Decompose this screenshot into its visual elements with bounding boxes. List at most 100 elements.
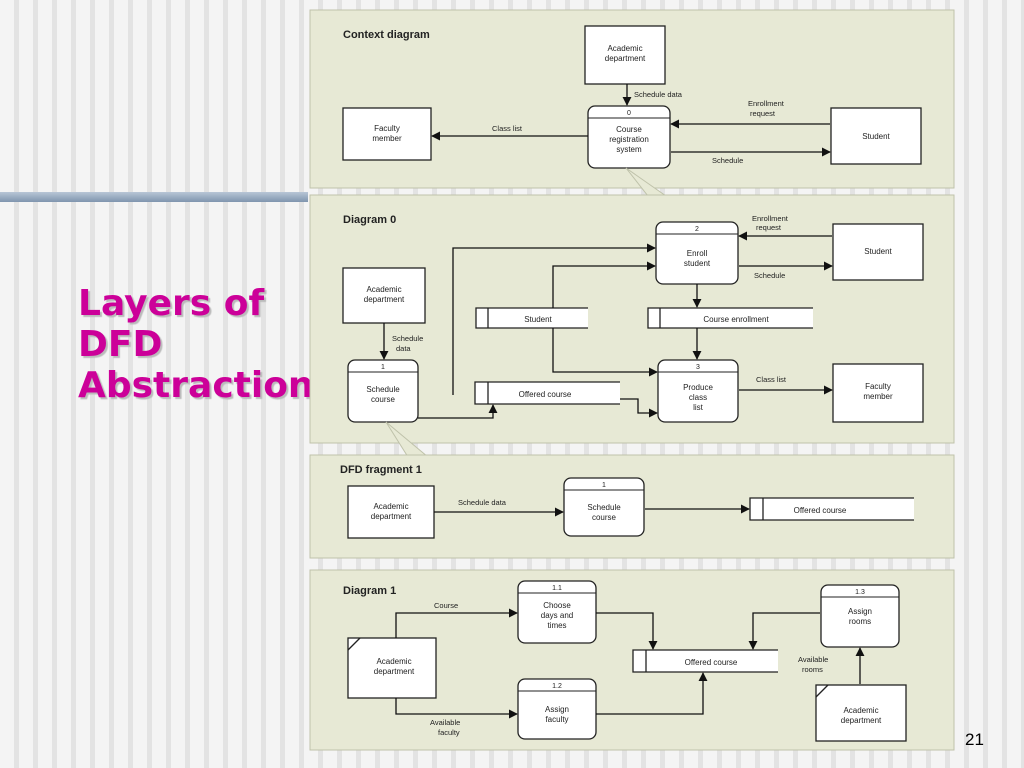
svg-text:Schedule data: Schedule data — [634, 90, 683, 99]
context-academic-department: Academic department — [584, 25, 666, 85]
svg-text:Schedule: Schedule — [754, 271, 785, 280]
d0-store-offered-course: Offered course — [474, 381, 620, 405]
svg-text:Academic: Academic — [373, 502, 408, 511]
d0-process-schedule-course: 1 Schedule course — [347, 359, 419, 423]
svg-text:data: data — [396, 344, 411, 353]
svg-text:Enroll: Enroll — [687, 249, 708, 258]
fragment1-heading: DFD fragment 1 — [340, 464, 422, 476]
d0-student: Student — [832, 223, 924, 281]
svg-text:Academic: Academic — [607, 44, 642, 53]
svg-text:Schedule data: Schedule data — [458, 498, 507, 507]
d1-academic-department-left: Academic department — [347, 637, 437, 699]
svg-text:1.3: 1.3 — [855, 589, 865, 596]
d1-flow-choose-to-offered — [596, 612, 658, 650]
svg-text:Schedule: Schedule — [366, 385, 400, 394]
svg-text:Course enrollment: Course enrollment — [703, 315, 769, 324]
svg-text:Assign: Assign — [848, 607, 872, 616]
svg-text:request: request — [756, 223, 782, 232]
svg-text:registration: registration — [609, 135, 649, 144]
svg-text:course: course — [592, 513, 617, 522]
d0-store-student: Student — [475, 307, 588, 329]
context-process-course-registration: 0 Course registration system — [587, 105, 671, 169]
svg-text:department: department — [605, 54, 646, 63]
svg-text:Offered course: Offered course — [685, 658, 738, 667]
svg-text:rooms: rooms — [802, 665, 823, 674]
svg-text:Available: Available — [798, 655, 828, 664]
svg-text:Schedule: Schedule — [712, 156, 743, 165]
d1-academic-department-right: Academic department — [815, 684, 907, 742]
d1-flow-assign-faculty-to-offered — [596, 672, 708, 715]
d1-flow-available-faculty — [395, 698, 518, 719]
svg-text:Enrollment: Enrollment — [752, 214, 789, 223]
f1-academic-department: Academic department — [347, 485, 435, 539]
svg-text:department: department — [374, 667, 415, 676]
svg-text:Produce: Produce — [683, 383, 713, 392]
d0-process-produce-class-list: 3 Produce class list — [657, 359, 739, 423]
svg-text:Class list: Class list — [492, 124, 523, 133]
svg-text:student: student — [684, 259, 711, 268]
d0-academic-department: Academic department — [342, 267, 426, 324]
svg-text:course: course — [371, 395, 396, 404]
title-line-3: Abstraction — [78, 365, 314, 406]
d1-store-offered-course: Offered course — [632, 649, 778, 673]
svg-text:department: department — [371, 512, 412, 521]
d1-process-choose-days: 1.1 Choose days and times — [517, 580, 597, 644]
svg-text:1: 1 — [602, 482, 606, 489]
d1-flow-course — [395, 608, 518, 638]
svg-text:faculty: faculty — [545, 715, 568, 724]
svg-text:Schedule: Schedule — [392, 334, 423, 343]
svg-text:department: department — [364, 295, 405, 304]
svg-text:member: member — [372, 134, 402, 143]
svg-text:1: 1 — [381, 364, 385, 371]
diagram1-panel: Diagram 1 Academic department 1.1 Choose… — [309, 569, 955, 751]
fragment1-panel: DFD fragment 1 Academic department 1 Sch… — [309, 454, 955, 559]
slide-title: Layers of DFD Abstraction — [78, 283, 314, 406]
svg-text:Course: Course — [434, 601, 458, 610]
d0-process-enroll-student: 2 Enroll student — [655, 221, 739, 285]
svg-text:Faculty: Faculty — [865, 382, 891, 391]
svg-text:Student: Student — [864, 247, 892, 256]
divider-bar — [0, 192, 308, 202]
svg-text:days and: days and — [541, 611, 573, 620]
svg-text:Offered course: Offered course — [519, 390, 572, 399]
f1-process-schedule-course: 1 Schedule course — [563, 477, 645, 537]
svg-text:Class list: Class list — [756, 375, 787, 384]
diagram0-panel: Diagram 0 Academic department 1 Schedule… — [309, 194, 955, 458]
f1-store-offered-course: Offered course — [749, 497, 914, 521]
svg-text:times: times — [547, 621, 566, 630]
d1-process-assign-faculty: 1.2 Assign faculty — [517, 678, 597, 740]
svg-text:Academic: Academic — [366, 285, 401, 294]
d0-store-course-enrollment: Course enrollment — [647, 307, 813, 329]
svg-text:class: class — [689, 393, 707, 402]
dfd-figure: Context diagram Academic department 0 Co… — [309, 9, 955, 751]
svg-text:Available: Available — [430, 718, 460, 727]
context-student: Student — [830, 107, 922, 165]
svg-text:system: system — [616, 145, 642, 154]
d0-flow-offered-to-produce — [620, 398, 658, 418]
title-line-2: DFD — [78, 324, 163, 365]
context-faculty-member: Faculty member — [342, 107, 432, 161]
diagram1-heading: Diagram 1 — [343, 585, 396, 597]
svg-text:member: member — [863, 392, 893, 401]
d0-flow-student-to-enroll — [552, 261, 656, 308]
context-diagram-panel: Context diagram Academic department 0 Co… — [309, 9, 955, 197]
svg-text:1.1: 1.1 — [552, 585, 562, 592]
d1-flow-assign-rooms-to-offered — [748, 612, 820, 650]
page-number: 21 — [965, 730, 984, 749]
svg-text:Student: Student — [862, 132, 890, 141]
svg-text:rooms: rooms — [849, 617, 871, 626]
svg-text:Student: Student — [524, 315, 552, 324]
svg-text:Assign: Assign — [545, 705, 569, 714]
svg-text:Faculty: Faculty — [374, 124, 400, 133]
d0-flow-student-to-produce — [552, 328, 658, 377]
svg-text:Enrollment: Enrollment — [748, 99, 785, 108]
svg-text:faculty: faculty — [438, 728, 460, 737]
svg-text:3: 3 — [696, 364, 700, 371]
svg-text:list: list — [693, 403, 704, 412]
svg-text:Schedule: Schedule — [587, 503, 621, 512]
svg-text:0: 0 — [627, 110, 631, 117]
svg-text:Academic: Academic — [843, 706, 878, 715]
svg-text:Choose: Choose — [543, 601, 571, 610]
title-line-1: Layers of — [78, 283, 265, 324]
d0-flow-schedule-to-offered — [418, 404, 498, 419]
